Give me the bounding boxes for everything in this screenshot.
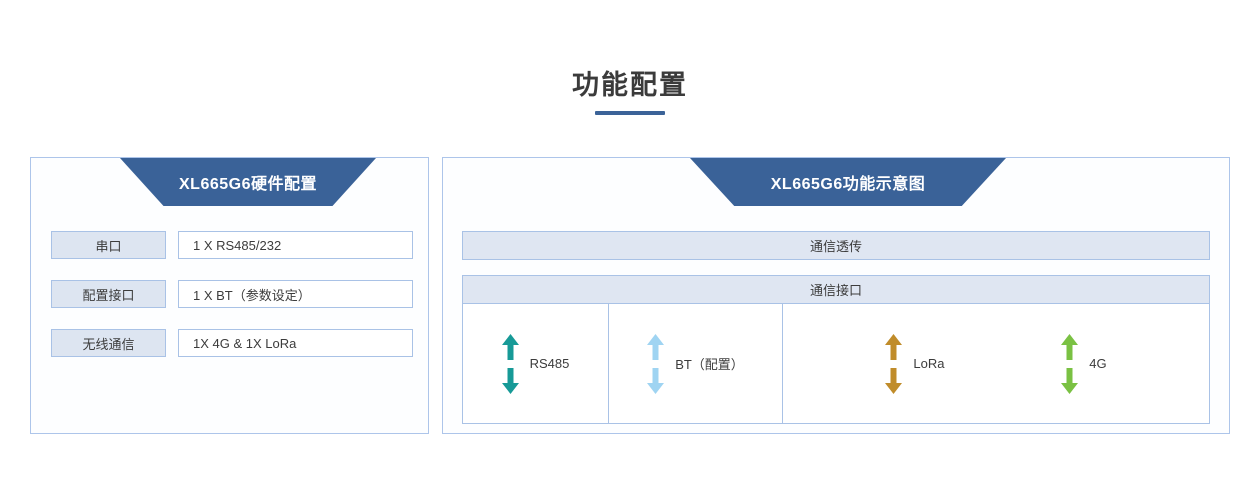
bidirectional-arrow-icon bbox=[501, 333, 519, 394]
hardware-config-panel: XL665G6硬件配置 串口 1 X RS485/232 配置接口 1 X BT… bbox=[30, 157, 429, 434]
hardware-config-banner: XL665G6硬件配置 bbox=[120, 158, 376, 206]
interface-label-rs485: RS485 bbox=[529, 356, 570, 371]
table-row: 配置接口 1 X BT（参数设定） bbox=[51, 280, 413, 308]
spec-label-wireless: 无线通信 bbox=[51, 329, 166, 357]
function-diagram-panel: XL665G6功能示意图 通信透传 通信接口 RS485 bbox=[442, 157, 1230, 434]
spec-label-serial: 串口 bbox=[51, 231, 166, 259]
interface-label-bluetooth: BT（配置） bbox=[675, 357, 744, 372]
spec-value-serial: 1 X RS485/232 bbox=[178, 231, 413, 259]
page-title-block: 功能配置 bbox=[0, 68, 1260, 115]
list-item: LoRa bbox=[885, 333, 945, 394]
spec-value-config-port: 1 X BT（参数设定） bbox=[178, 280, 413, 308]
bidirectional-arrow-icon bbox=[1061, 333, 1079, 394]
list-item: BT（配置） bbox=[647, 333, 744, 394]
hardware-config-banner-title: XL665G6硬件配置 bbox=[179, 176, 317, 193]
spec-label-config-port: 配置接口 bbox=[51, 280, 166, 308]
interface-cell-bluetooth: BT（配置） bbox=[609, 304, 783, 423]
table-row: 无线通信 1X 4G & 1X LoRa bbox=[51, 329, 413, 357]
hardware-spec-list: 串口 1 X RS485/232 配置接口 1 X BT（参数设定） 无线通信 … bbox=[51, 231, 413, 378]
function-diagram-banner: XL665G6功能示意图 bbox=[690, 158, 1006, 206]
function-diagram: 通信透传 通信接口 RS485 bbox=[462, 231, 1210, 424]
bidirectional-arrow-icon bbox=[647, 333, 665, 394]
function-diagram-banner-title: XL665G6功能示意图 bbox=[770, 176, 926, 193]
title-underline bbox=[595, 111, 665, 115]
page-title: 功能配置 bbox=[572, 70, 688, 100]
interface-label-4g: 4G bbox=[1089, 356, 1107, 371]
list-item: RS485 bbox=[501, 333, 570, 394]
spec-value-wireless: 1X 4G & 1X LoRa bbox=[178, 329, 413, 357]
bidirectional-arrow-icon bbox=[885, 333, 903, 394]
interface-label-lora: LoRa bbox=[913, 356, 945, 371]
list-item: 4G bbox=[1061, 333, 1107, 394]
interface-cell-wireless: LoRa 4G bbox=[783, 304, 1209, 423]
transparent-transmission-bar: 通信透传 bbox=[462, 231, 1210, 260]
table-row: 串口 1 X RS485/232 bbox=[51, 231, 413, 259]
communication-interface-bar: 通信接口 bbox=[462, 275, 1210, 304]
interface-cell-rs485: RS485 bbox=[463, 304, 609, 423]
interface-cells: RS485 BT（配置） bbox=[462, 304, 1210, 424]
